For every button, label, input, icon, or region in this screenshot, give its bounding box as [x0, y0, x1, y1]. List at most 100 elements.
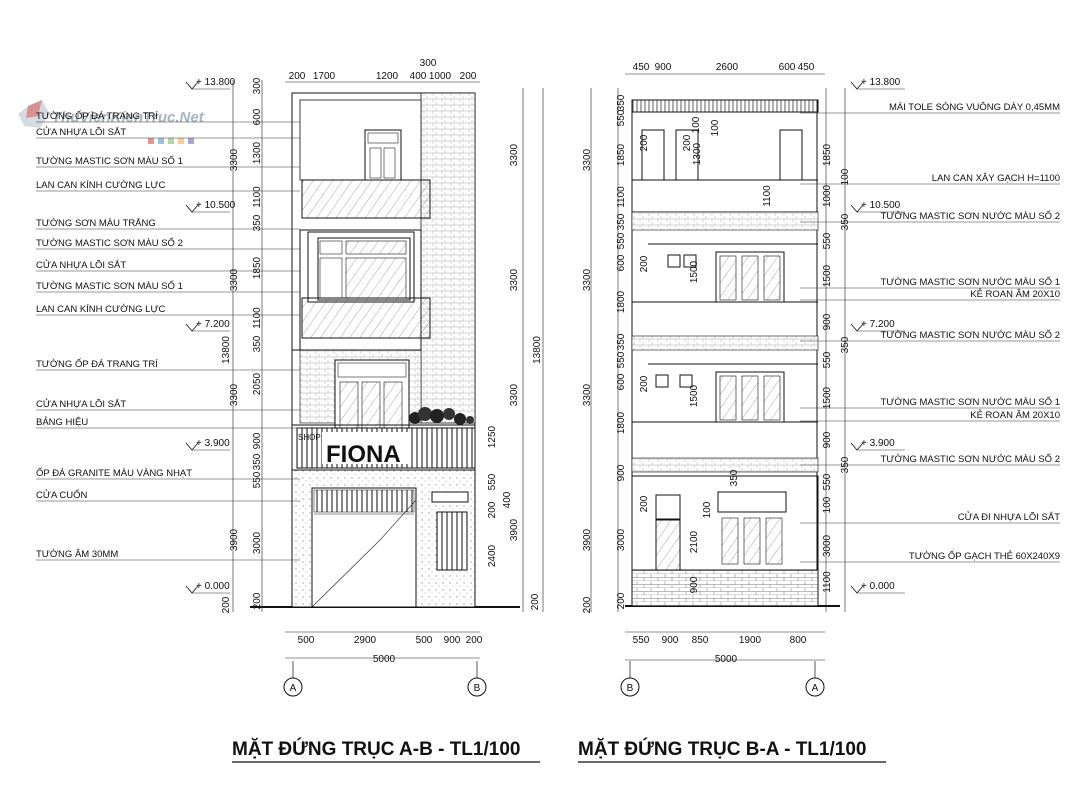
left-level-mark: + 7.200 [196, 319, 230, 330]
right-material-label: TƯỜNG MASTIC SƠN NƯỚC MÀU SỐ 2 [881, 453, 1060, 465]
plant-decoration [409, 407, 474, 425]
right-right-dim: 1500 [822, 264, 833, 287]
left-bottom-dim: 500 [416, 635, 433, 646]
right-right-dim: 3000 [822, 534, 833, 557]
left-level-mark: + 13.800 [196, 77, 236, 88]
right-mid-dim: 100 [702, 501, 713, 518]
left-bottom-dim: 200 [466, 635, 483, 646]
right-right-dim: 900 [822, 313, 833, 330]
left-material-label: TƯỜNG MASTIC SƠN MÀU SỐ 1 [36, 280, 183, 292]
right-inner-dim: 550 [616, 232, 627, 249]
left-material-label: TƯỜNG MASTIC SƠN MÀU SỐ 1 [36, 155, 183, 167]
right-inner-dim: 1100 [616, 186, 627, 208]
axis-bubble-left-b-label: B [474, 683, 481, 694]
left-elevation: SHOP FIONA [232, 80, 544, 659]
right-mid-dim: 200 [682, 134, 693, 151]
right-mid-dim: 200 [639, 255, 650, 272]
left-material-label: TƯỜNG ỐP ĐÁ TRANG TRÍ [36, 110, 158, 122]
left-material-label: BẢNG HIỆU [36, 416, 88, 428]
right-outer-dim: 200 [582, 596, 593, 613]
right-elevation [590, 73, 846, 661]
left-material-label: LAN CAN KÍNH CƯỜNG LỰC [36, 304, 166, 315]
right-material-label: LAN CAN XÂY GẠCH H=1100 [932, 173, 1060, 184]
left-top-dim: 400 [410, 71, 427, 82]
right-outer-dim: 3900 [582, 528, 593, 551]
right-top-dim: 900 [655, 62, 672, 73]
left-inner-dim: 300 [252, 77, 263, 94]
left-inner-dim: 200 [252, 592, 263, 609]
right-level-mark: + 3.900 [861, 438, 895, 449]
left-right-dim: 3300 [509, 383, 520, 406]
right-mid-dim: 1100 [762, 185, 773, 207]
right-right-dim: 550 [822, 473, 833, 490]
right-inner-dim: 1850 [616, 143, 627, 166]
left-material-label: CỬA NHỰA LÕI SẮT [36, 259, 126, 271]
left-inner-dim: 1100 [252, 307, 263, 329]
left-right-dim: 200 [530, 593, 541, 610]
title-left: MẶT ĐỨNG TRỤC A-B - TL1/100 [232, 738, 520, 760]
right-material-label: TƯỜNG MASTIC SƠN NƯỚC MÀU SỐ 2 [881, 210, 1060, 222]
right-mid-dim: 100 [691, 116, 702, 133]
sign-small-text: SHOP [298, 433, 321, 442]
axis-bubble-right-a-label: A [812, 683, 819, 694]
left-material-label: TƯỜNG SƠN MÀU TRẮNG [36, 218, 156, 229]
left-level-mark: + 0.000 [196, 581, 230, 592]
left-inner-dim: 350 [252, 335, 263, 352]
sign-big-text: FIONA [326, 441, 401, 468]
right-inner-dim: 550 [616, 351, 627, 368]
left-outer-dim: 13800 [221, 336, 232, 364]
right-inner-dim: 550 [616, 109, 627, 126]
right-material-label: MÁI TOLE SÓNG VUÔNG DÀY 0,45MM [889, 102, 1060, 113]
axis-bubble-left-a-label: A [290, 683, 297, 694]
right-inner-dim: 1800 [616, 411, 627, 434]
left-right-dim: 3300 [509, 143, 520, 166]
left-inner-dim: 1100 [252, 186, 263, 208]
left-inner-dim: 900 [252, 432, 263, 449]
left-level-mark: + 3.900 [196, 438, 230, 449]
right-bottom-dim: 850 [692, 635, 709, 646]
left-bottom-total: 5000 [373, 654, 396, 665]
right-right-dim: 550 [822, 351, 833, 368]
left-top-dim: 200 [289, 71, 306, 82]
left-right-dim: 550 [487, 473, 498, 490]
right-material-label: TƯỜNG MASTIC SƠN NƯỚC MÀU SỐ 1 [881, 396, 1060, 408]
right-inner-dim: 1800 [616, 290, 627, 313]
right-mid-dim: 200 [639, 495, 650, 512]
right-inner-dim: 350 [616, 213, 627, 230]
left-bottom-dim: 500 [298, 635, 315, 646]
left-top-overall-dim: 300 [420, 58, 437, 69]
right-outer-dim: 3300 [582, 148, 593, 171]
right-right-dim: 100 [840, 168, 851, 185]
left-material-label: CỬA CUỐN [36, 489, 88, 501]
left-right-dim: 2400 [487, 544, 498, 567]
right-outer-dim: 3300 [582, 383, 593, 406]
axis-bubble-right-b-label: B [627, 683, 634, 694]
left-material-label: ỐP ĐÁ GRANITE MÀU VÀNG NHẠT [36, 467, 192, 479]
left-material-label: TƯỜNG ÂM 30MM [36, 549, 118, 560]
right-inner-dim: 350 [616, 94, 627, 111]
title-right: MẶT ĐỨNG TRỤC B-A - TL1/100 [578, 738, 866, 760]
right-right-dim: 350 [840, 336, 851, 353]
right-mid-dim: 1300 [692, 142, 703, 165]
left-inner-dim: 2050 [252, 372, 263, 395]
left-inner-dim: 350 [252, 214, 263, 231]
right-inner-dim: 600 [616, 254, 627, 271]
left-right-dim: 3300 [509, 268, 520, 291]
left-bottom-dim: 900 [444, 635, 461, 646]
right-bottom-dim: 900 [662, 635, 679, 646]
left-top-dim: 1000 [429, 71, 452, 82]
left-right-dim: 200 [487, 501, 498, 518]
left-outer-dim: 3300 [229, 268, 240, 291]
left-level-mark: + 10.500 [196, 200, 236, 211]
right-inner-dim: 3000 [616, 528, 627, 551]
right-top-dim: 450 [633, 62, 650, 73]
left-material-label: LAN CAN KÍNH CƯỜNG LỰC [36, 180, 166, 191]
right-inner-dim: 600 [616, 373, 627, 390]
right-top-dim: 450 [798, 62, 815, 73]
left-outer-dim: 3900 [229, 528, 240, 551]
right-top-dim: 600 [779, 62, 796, 73]
